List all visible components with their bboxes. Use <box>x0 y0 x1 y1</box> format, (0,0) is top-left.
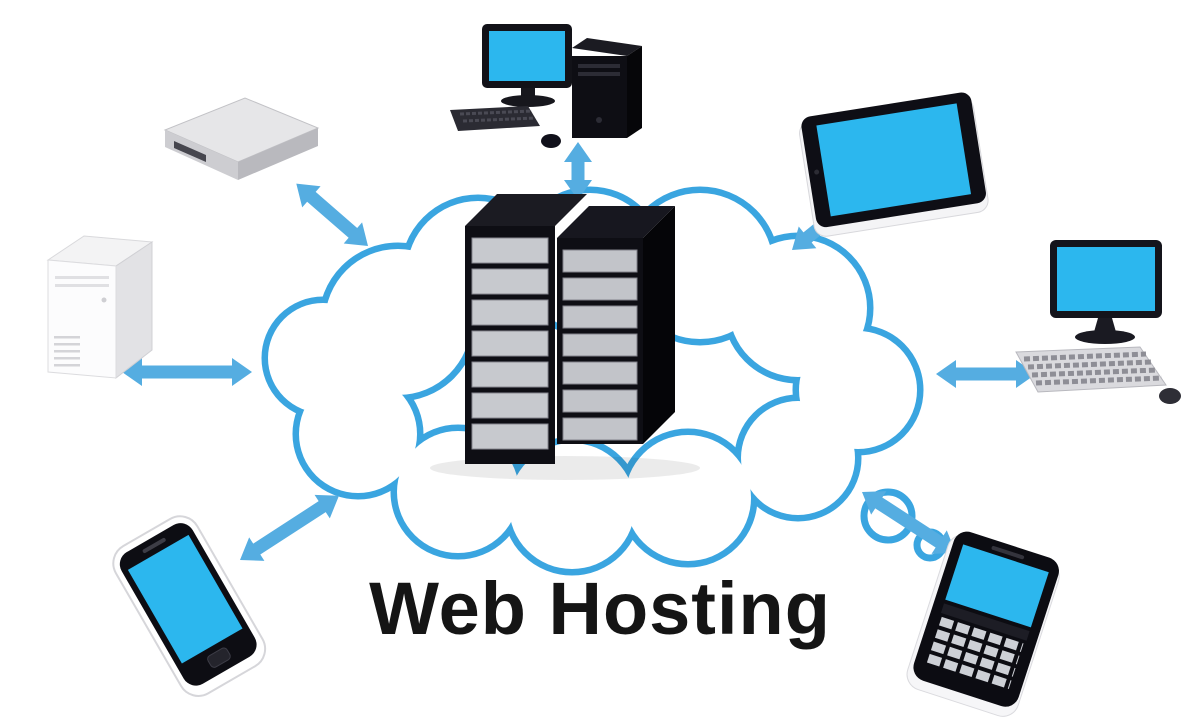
pc-tower-icon <box>572 56 627 138</box>
diagram-title: Web Hosting <box>369 567 831 650</box>
qwerty-keys <box>926 616 1024 690</box>
power-button-icon <box>596 117 602 123</box>
tower-pc-icon <box>46 235 154 380</box>
phone-screen <box>945 544 1049 628</box>
mouse-icon <box>1159 388 1181 404</box>
monitor-screen <box>1057 247 1155 311</box>
router-slot <box>174 141 206 162</box>
double-headed-arrow-icon-top <box>564 142 592 200</box>
home-button-icon <box>207 647 231 668</box>
earpiece-icon <box>991 545 1025 560</box>
drive-slot <box>55 276 109 279</box>
server-drive-bays-right <box>562 249 638 441</box>
monitor-screen <box>489 31 565 81</box>
network-router-icon <box>163 97 320 180</box>
drive-slot <box>55 284 109 287</box>
phone-screen <box>127 534 243 664</box>
server-rack-icon <box>430 194 700 480</box>
tablet-screen <box>816 103 972 217</box>
tablet-icon <box>799 92 989 237</box>
power-button-icon <box>101 297 107 303</box>
smartphone-icon <box>112 515 267 697</box>
double-headed-arrow-icon-top-left <box>296 183 368 246</box>
double-headed-arrow-icon-bottom-right <box>862 491 956 554</box>
server-drive-bays-left <box>471 237 549 450</box>
earpiece-icon <box>142 537 166 553</box>
double-headed-arrow-icon-right <box>936 360 1036 388</box>
double-headed-arrow-icon-bottom-left <box>240 494 339 561</box>
desktop-computer-icon <box>450 24 642 148</box>
vent-lines <box>54 336 80 367</box>
qwerty-phone-icon <box>906 531 1060 717</box>
desktop-monitor-keyboard-icon <box>1015 240 1181 404</box>
mouse-icon <box>541 134 561 148</box>
camera-icon <box>814 169 820 175</box>
double-headed-arrow-icon-left <box>122 358 252 386</box>
